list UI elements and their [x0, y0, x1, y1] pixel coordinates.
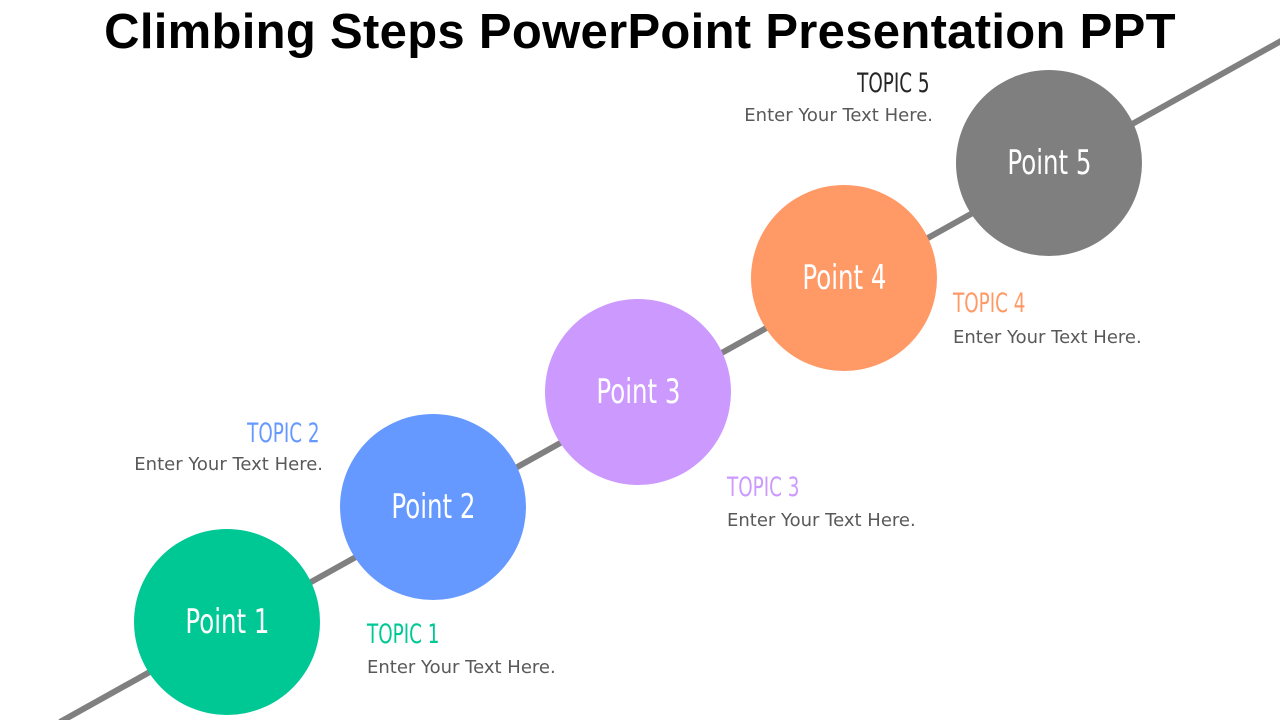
- point-3-circle: Point 3: [545, 299, 731, 485]
- point-2-circle: Point 2: [340, 414, 526, 600]
- topic-1-description: Enter Your Text Here.: [367, 657, 556, 678]
- topic-5-description: Enter Your Text Here.: [744, 105, 933, 126]
- point-5-label: Point 5: [1006, 143, 1092, 183]
- topic-3-heading: TOPIC 3: [727, 472, 800, 503]
- point-1-circle: Point 1: [134, 529, 320, 715]
- point-4-circle: Point 4: [751, 185, 937, 371]
- topic-2-heading: TOPIC 2: [247, 418, 320, 449]
- point-2-label: Point 2: [390, 487, 476, 527]
- slide-title: Climbing Steps PowerPoint Presentation P…: [104, 5, 1176, 59]
- topic-3-description: Enter Your Text Here.: [727, 510, 916, 531]
- topic-2-description: Enter Your Text Here.: [134, 454, 323, 475]
- point-1-label: Point 1: [184, 602, 270, 642]
- point-4-label: Point 4: [801, 258, 887, 298]
- topic-4-description: Enter Your Text Here.: [953, 327, 1142, 348]
- topic-4-heading: TOPIC 4: [953, 288, 1026, 319]
- point-3-label: Point 3: [595, 372, 681, 412]
- topic-1-heading: TOPIC 1: [367, 619, 440, 650]
- point-5-circle: Point 5: [956, 70, 1142, 256]
- topic-5-heading: TOPIC 5: [857, 68, 930, 99]
